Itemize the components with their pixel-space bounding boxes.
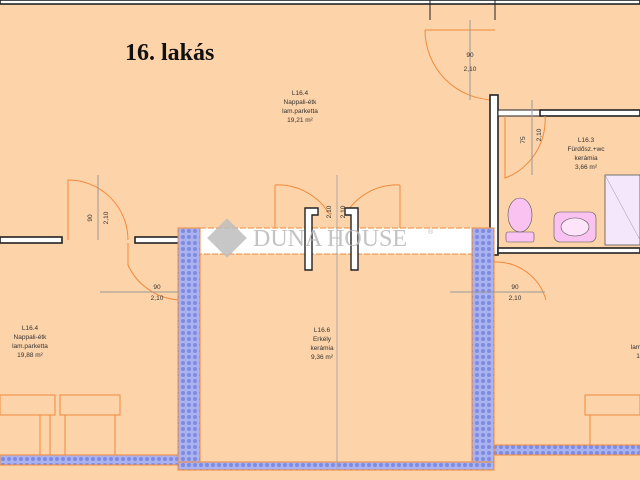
svg-text:2,10: 2,10 xyxy=(509,295,522,302)
balcony-wall-left xyxy=(177,227,201,469)
svg-text:2,10: 2,10 xyxy=(340,205,347,218)
top-wall xyxy=(0,0,640,5)
room-label-living-lower: L16.4 Nappali-étk lam.parketta 19,88 m² xyxy=(12,325,48,359)
svg-text:lam: lam xyxy=(631,344,640,351)
bathroom-door-frame xyxy=(497,109,541,117)
table-right xyxy=(584,394,640,445)
shower-icon xyxy=(604,174,640,246)
room-label-living-upper: L16.4 Nappali-étk lam.parketta 19,21 m² xyxy=(282,90,318,124)
room-label-balcony: L16.6 Erkély kerámia 9,36 m² xyxy=(310,327,334,361)
svg-text:kerámia: kerámia xyxy=(310,345,334,352)
svg-text:L16.4: L16.4 xyxy=(292,90,309,97)
svg-text:2,10: 2,10 xyxy=(326,205,333,218)
svg-text:90: 90 xyxy=(153,284,161,291)
duna-house-watermark: DUNA HOUSE ® xyxy=(207,218,434,258)
svg-text:Nappali-étk: Nappali-étk xyxy=(14,334,48,341)
balcony-window-band xyxy=(199,227,473,255)
bathroom-wall-top xyxy=(539,109,640,117)
door-bathroom: 75 2,10 xyxy=(504,100,546,179)
svg-text:2,10: 2,10 xyxy=(103,211,110,224)
svg-text:9,36 m²: 9,36 m² xyxy=(311,354,334,361)
svg-text:lam.parketta: lam.parketta xyxy=(12,343,48,350)
balcony-wall-right xyxy=(471,227,495,469)
svg-text:2,10: 2,10 xyxy=(464,66,477,73)
bathroom-wall-bottom xyxy=(497,247,640,254)
svg-text:L16.4: L16.4 xyxy=(22,325,39,332)
svg-text:kerámia: kerámia xyxy=(574,155,598,162)
room-label-right: lam 1 xyxy=(631,344,640,360)
toilet-icon xyxy=(505,197,535,243)
svg-text:DUNA HOUSE: DUNA HOUSE xyxy=(253,226,407,252)
apartment-title: 16. lakás xyxy=(125,40,214,66)
door-right: 90 2,10 xyxy=(450,255,547,302)
door-left-upper: 90 2,10 xyxy=(67,175,129,241)
room-label-bathroom: L16.3 Fürdősz.+wc kerámia 3,66 m² xyxy=(567,137,605,171)
svg-text:L16.6: L16.6 xyxy=(314,327,331,334)
svg-text:®: ® xyxy=(428,228,434,236)
door-left-lower: 90 2,10 xyxy=(100,243,185,302)
right-wall-bottom xyxy=(493,444,640,456)
svg-text:19,88 m²: 19,88 m² xyxy=(17,352,43,359)
left-wall-right xyxy=(134,236,181,244)
svg-text:Fürdősz.+wc: Fürdősz.+wc xyxy=(567,146,605,153)
svg-text:90: 90 xyxy=(87,214,94,222)
left-wall-bottom xyxy=(0,454,179,466)
svg-text:Nappali-étk: Nappali-étk xyxy=(284,99,318,106)
door-top: 90 2,10 xyxy=(424,20,496,101)
svg-text:lam.parketta: lam.parketta xyxy=(282,108,318,115)
svg-text:90: 90 xyxy=(466,52,474,59)
svg-text:19,21 m²: 19,21 m² xyxy=(287,117,313,124)
svg-text:Erkély: Erkély xyxy=(313,336,332,343)
left-wall xyxy=(0,236,63,244)
svg-text:2,10: 2,10 xyxy=(536,128,543,141)
balcony-wall-bottom xyxy=(177,461,495,471)
svg-text:75: 75 xyxy=(520,136,527,144)
svg-text:L16.3: L16.3 xyxy=(578,137,595,144)
door-balcony: 2,10 2,10 xyxy=(274,175,401,470)
svg-text:3,66 m²: 3,66 m² xyxy=(575,164,598,171)
sink-icon xyxy=(553,211,597,243)
svg-text:2,10: 2,10 xyxy=(151,295,164,302)
svg-text:90: 90 xyxy=(511,284,519,291)
svg-text:1: 1 xyxy=(636,353,640,360)
table-left xyxy=(0,394,121,455)
